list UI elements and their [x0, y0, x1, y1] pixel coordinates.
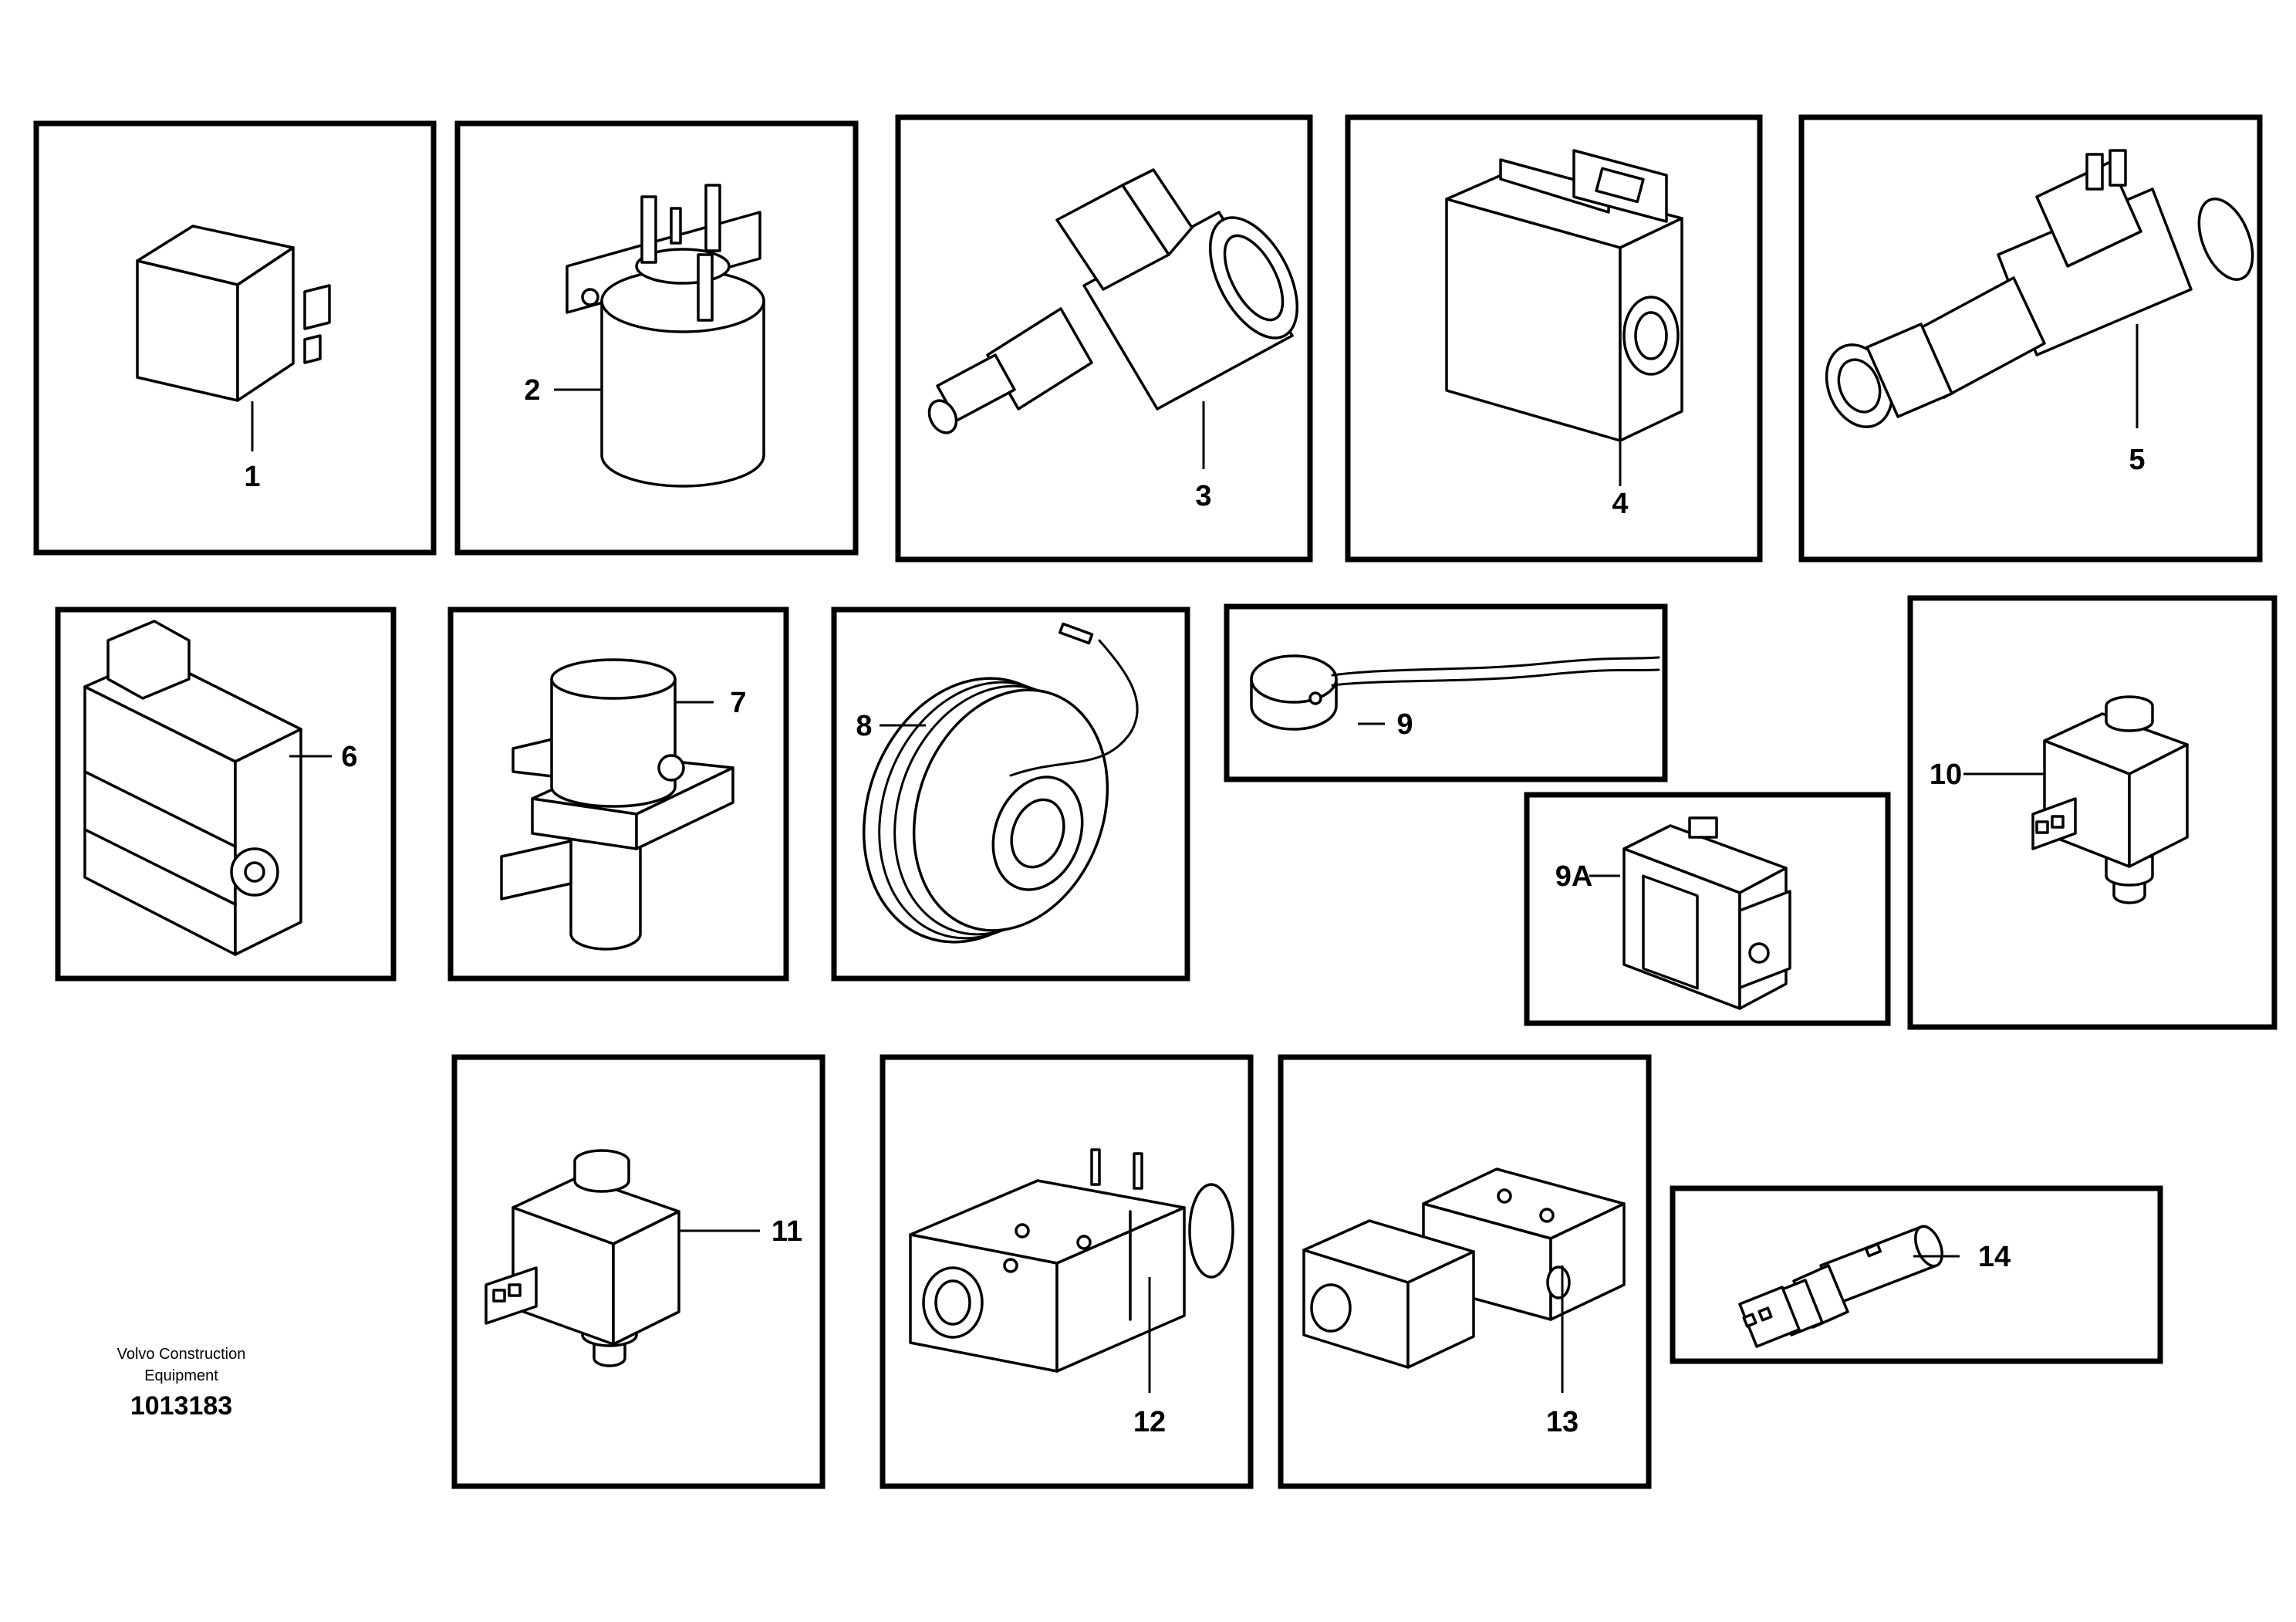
actuator-part [83, 620, 302, 956]
callout-3: 3 [1195, 480, 1211, 512]
solenoid-valve-part-11 [485, 1149, 680, 1367]
callout-2: 2 [524, 374, 540, 407]
callout-5: 5 [2129, 444, 2145, 476]
callout-10: 10 [1930, 759, 1962, 791]
panel-13: 13 [1278, 1054, 1652, 1489]
panel-11: 11 [451, 1054, 826, 1489]
cable-sensor-part [1250, 654, 1660, 731]
panel-5: 5 [1798, 114, 2263, 563]
callout-13: 13 [1546, 1406, 1578, 1438]
cylinder-relay-part [566, 184, 765, 488]
callout-8: 8 [856, 710, 872, 742]
panel-9a: 9A [1524, 792, 1891, 1026]
callout-9a: 9A [1555, 860, 1593, 893]
callout-12: 12 [1133, 1406, 1166, 1438]
valve-cylinder-part [500, 658, 734, 951]
credit-line-2: Equipment [144, 1367, 218, 1384]
callout-6: 6 [341, 741, 357, 773]
panel-6: 6 [55, 607, 397, 982]
callout-4: 4 [1612, 488, 1628, 520]
callout-7: 7 [730, 687, 746, 719]
credit-line-1: Volvo Construction [116, 1346, 246, 1363]
panel-14: 14 [1670, 1185, 2163, 1364]
small-coil-part [1622, 816, 1791, 1010]
solenoid-valve-part [2031, 695, 2189, 904]
callout-11: 11 [772, 1215, 802, 1248]
callout-1: 1 [244, 461, 260, 493]
panel-2: 2 [454, 120, 859, 556]
callout-14: 14 [1978, 1241, 2011, 1273]
panel-12: 12 [880, 1054, 1254, 1489]
solenoid-cartridge-part [927, 168, 1299, 434]
panel-3: 3 [895, 114, 1313, 563]
valve-block-part [909, 1148, 1234, 1373]
panel-9: 9 [1224, 603, 1668, 782]
panel-7: 7 [447, 607, 789, 982]
cartridge-valve-part [1825, 149, 2254, 428]
valve-coil-block-part [1302, 1168, 1626, 1369]
sender-part [1738, 1225, 1943, 1348]
pulley-clutch-part [862, 622, 1139, 944]
coil-part [1445, 149, 1683, 442]
panel-10: 10 [1907, 595, 2277, 1030]
panel-1: 1 [33, 120, 437, 556]
callout-9: 9 [1396, 708, 1413, 741]
relay-part [136, 225, 331, 402]
panel-4: 4 [1345, 114, 1763, 563]
drawing-number: 1013183 [130, 1391, 233, 1421]
panel-8: 8 [831, 607, 1190, 982]
